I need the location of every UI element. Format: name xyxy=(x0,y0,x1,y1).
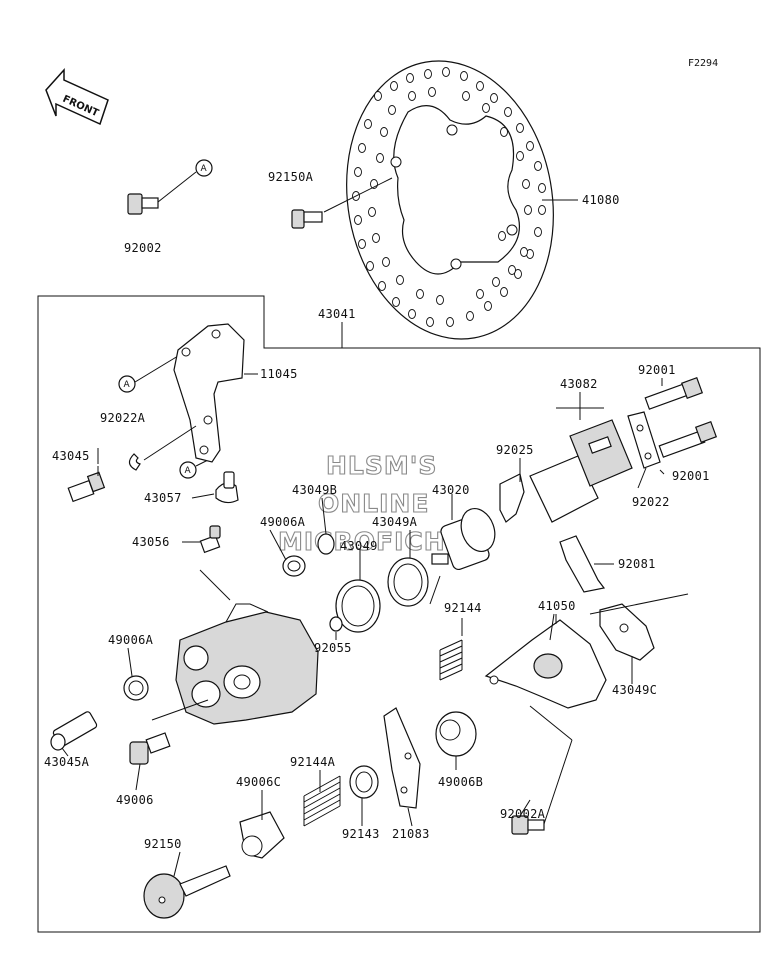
svg-text:MICROFICHE: MICROFICHE xyxy=(278,527,464,556)
label-43049c: 43049C xyxy=(612,683,657,697)
bolt-92002a xyxy=(511,739,573,835)
label-49006c: 49006C xyxy=(236,775,281,789)
pads-43082 xyxy=(529,392,633,523)
label-92002: 92002 xyxy=(124,241,162,255)
bolt-92150 xyxy=(143,865,231,919)
label-43045: 43045 xyxy=(52,449,90,463)
clip-92022a xyxy=(128,425,197,471)
label-92144: 92144 xyxy=(444,601,482,615)
label-49006a-lower: 49006A xyxy=(108,633,154,647)
piston-43020 xyxy=(431,508,496,571)
label-43082: 43082 xyxy=(560,377,598,391)
boot-49006c xyxy=(239,811,285,859)
label-92150: 92150 xyxy=(144,837,182,851)
seal-43049 xyxy=(335,579,381,633)
bolt-92001-upper xyxy=(644,376,704,410)
seal-43049a xyxy=(387,557,429,607)
label-41080: 41080 xyxy=(582,193,620,207)
label-49006: 49006 xyxy=(116,793,154,807)
spring-92144a xyxy=(303,775,341,827)
label-92022a: 92022A xyxy=(100,411,146,425)
lever-21083 xyxy=(383,707,421,809)
label-11045: 11045 xyxy=(260,367,298,381)
front-arrow-icon: FRONT xyxy=(45,68,109,126)
callout-a-left: A xyxy=(118,355,179,393)
label-43041: 43041 xyxy=(318,307,356,321)
label-92025: 92025 xyxy=(496,443,534,457)
leader-lines xyxy=(61,199,665,877)
pin-43045a xyxy=(50,711,98,751)
watermark: HLSM'S ONLINE MICROFICHE xyxy=(277,450,464,556)
bolt-49006 xyxy=(129,732,171,765)
label-92055: 92055 xyxy=(314,641,352,655)
svg-text:A: A xyxy=(185,466,192,476)
label-49006b: 49006B xyxy=(438,775,483,789)
holder-41050 xyxy=(484,613,607,709)
bushing-92143 xyxy=(349,765,379,799)
label-43049: 43049 xyxy=(340,539,378,553)
bracket-11045 xyxy=(173,323,258,463)
label-43045a: 43045A xyxy=(44,755,90,769)
figure-code: F2294 xyxy=(688,58,718,69)
spring-92144 xyxy=(439,639,463,681)
pin-43045 xyxy=(67,466,106,503)
label-43049b: 43049B xyxy=(292,483,337,497)
label-92002a: 92002A xyxy=(500,807,546,821)
label-92081: 92081 xyxy=(618,557,656,571)
boot-49006b xyxy=(435,711,477,757)
label-43049a: 43049A xyxy=(372,515,418,529)
label-92001-lower: 92001 xyxy=(672,469,710,483)
oring-92055 xyxy=(329,616,343,632)
label-92144a: 92144A xyxy=(290,755,336,769)
label-43056: 43056 xyxy=(132,535,170,549)
seal-49006a xyxy=(282,555,306,577)
washer-92022 xyxy=(627,411,661,469)
svg-text:A: A xyxy=(124,380,131,390)
spring-92081 xyxy=(559,535,606,593)
seal-43049b xyxy=(317,533,335,555)
label-49006a: 49006A xyxy=(260,515,306,529)
label-92143: 92143 xyxy=(342,827,380,841)
bolt-92002 xyxy=(127,171,197,215)
label-43020: 43020 xyxy=(432,483,470,497)
seal-49006a-lower xyxy=(123,675,149,701)
brake-disc xyxy=(346,60,554,340)
bleeder-43057 xyxy=(215,471,239,504)
svg-text:ONLINE: ONLINE xyxy=(318,489,429,518)
bleeder-43056 xyxy=(199,525,221,554)
part-labels: 41080 92150A 92002 43041 11045 92022A 43… xyxy=(44,170,710,851)
label-92150a: 92150A xyxy=(268,170,314,184)
label-21083: 21083 xyxy=(392,827,430,841)
bolt-92150a xyxy=(291,177,393,229)
label-92001-upper: 92001 xyxy=(638,363,676,377)
caliper-body xyxy=(151,603,319,725)
gasket-43049c xyxy=(589,593,689,661)
svg-text:A: A xyxy=(201,164,208,174)
label-41050: 41050 xyxy=(538,599,576,613)
label-92022: 92022 xyxy=(632,495,670,509)
label-43057: 43057 xyxy=(144,491,182,505)
assembly-box xyxy=(37,295,761,933)
svg-text:HLSM'S: HLSM'S xyxy=(326,451,437,480)
bolt-92001-lower xyxy=(658,420,718,458)
callout-a-top: A xyxy=(195,159,213,177)
